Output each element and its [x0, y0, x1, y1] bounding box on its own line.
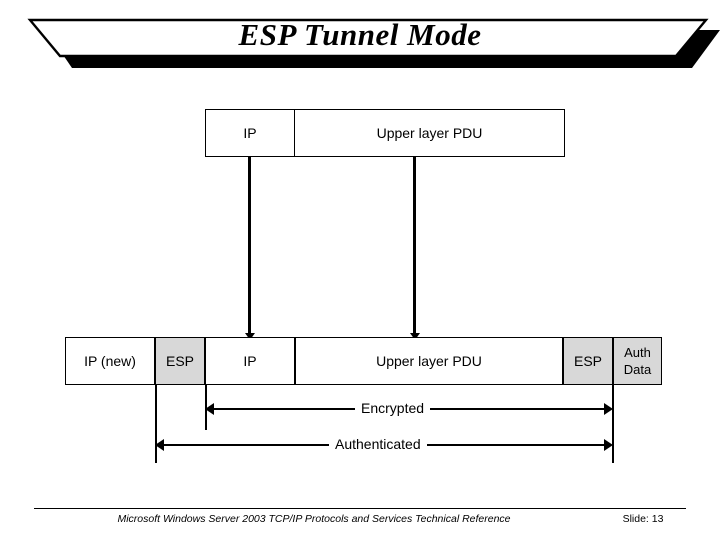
arrow-head-down-icon	[244, 333, 255, 340]
footer-divider	[34, 508, 686, 510]
connector-arrow-ip	[244, 157, 255, 340]
tunnel-packet-box-auth-data: Auth Data	[613, 337, 662, 385]
arrow-head-right-icon	[604, 439, 613, 451]
span-tick-right-end	[612, 385, 614, 463]
title-banner-shape	[27, 18, 720, 68]
span-label-authenticated: Authenticated	[329, 435, 427, 454]
arrow-head-right-icon	[604, 403, 613, 415]
connector-arrow-upper-layer-pdu	[409, 157, 420, 340]
span-authenticated: Authenticated	[155, 435, 613, 454]
tunnel-packet-box-upper-layer-pdu: Upper layer PDU	[295, 337, 563, 385]
title-banner: ESP Tunnel Mode	[0, 0, 720, 80]
tunnel-packet-box-esp-header: ESP	[155, 337, 205, 385]
span-label-encrypted: Encrypted	[355, 399, 431, 418]
footer-slide-number: Slide: 13	[622, 513, 664, 525]
tunnel-packet-box-esp-trailer: ESP	[563, 337, 613, 385]
title-banner-plate	[27, 18, 709, 58]
original-packet-box-upper-layer-pdu: Upper layer PDU	[294, 109, 565, 157]
page-title: ESP Tunnel Mode	[238, 17, 482, 52]
arrow-head-left-icon	[205, 403, 214, 415]
tunnel-packet-box-ip-new: IP (new)	[65, 337, 155, 385]
footer-reference: Microsoft Windows Server 2003 TCP/IP Pro…	[117, 513, 511, 525]
original-packet-box-ip: IP	[205, 109, 295, 157]
span-tick-authenticated-start	[155, 385, 157, 463]
arrow-head-down-icon	[409, 333, 420, 340]
span-encrypted: Encrypted	[205, 399, 613, 418]
tunnel-packet-box-ip: IP	[205, 337, 295, 385]
arrow-head-left-icon	[155, 439, 164, 451]
